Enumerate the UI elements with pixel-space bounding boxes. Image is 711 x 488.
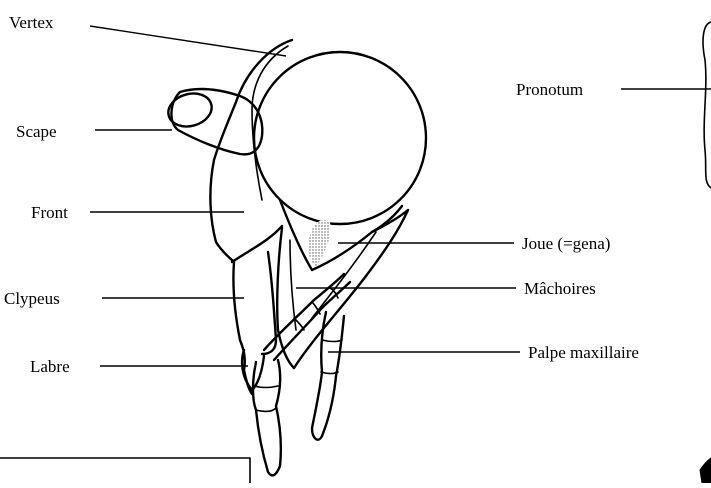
- label-palpe: Palpe maxillaire: [528, 343, 639, 362]
- label-front: Front: [31, 203, 68, 222]
- label-clypeus: Clypeus: [4, 289, 60, 308]
- labial-palp: [253, 360, 281, 475]
- gena-outline: [280, 200, 402, 270]
- label-scape: Scape: [16, 122, 57, 141]
- frame-fragment: [0, 458, 250, 483]
- labial-palp-joints: [254, 386, 278, 411]
- corner-fragment: [700, 458, 711, 483]
- front-boundary: [232, 226, 282, 262]
- compound-eye: [254, 52, 426, 224]
- label-pronotum: Pronotum: [516, 80, 583, 99]
- scape-segment: [171, 89, 262, 154]
- label-vertex: Vertex: [9, 13, 54, 32]
- gena-stipple: [308, 220, 330, 266]
- label-labre: Labre: [30, 357, 70, 376]
- pronotum-outline: [703, 22, 711, 188]
- label-joue: Joue (=gena): [522, 234, 610, 253]
- vertex-leader: [90, 26, 286, 56]
- vertex-ridge: [252, 46, 288, 200]
- palpe-right: [312, 312, 344, 440]
- label-machoires: Mâchoires: [524, 279, 596, 298]
